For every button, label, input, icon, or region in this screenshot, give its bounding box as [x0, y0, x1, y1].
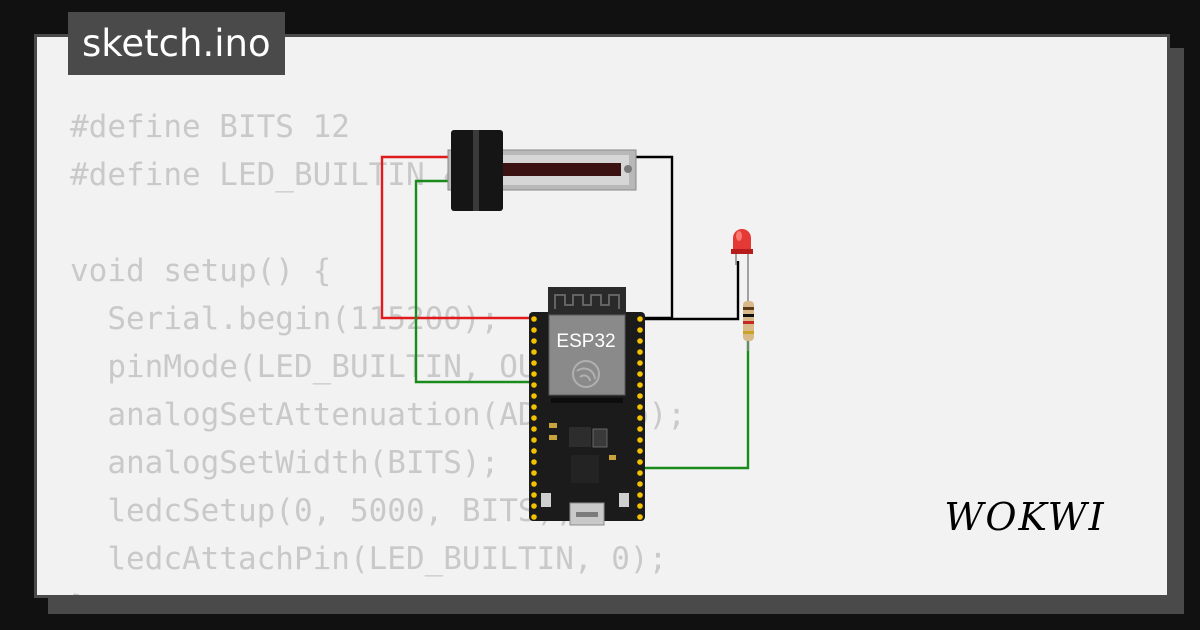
board-pins — [531, 316, 643, 520]
code-line-1: #define BITS 12 — [70, 109, 350, 145]
wire-black — [636, 155, 674, 320]
slide-potentiometer-icon — [447, 130, 637, 211]
led-icon — [731, 229, 753, 271]
code-line-4: void setup() { — [70, 253, 332, 289]
wires — [380, 155, 750, 470]
wire-red — [380, 155, 533, 320]
esp32-label: ESP32 — [556, 331, 615, 352]
espressif-logo-icon — [572, 360, 600, 388]
file-title: sketch.ino — [68, 12, 285, 75]
esp32-board: ESP32 — [529, 287, 645, 526]
circuit-diagram: ESP32 — [380, 130, 754, 526]
wire-black-led — [643, 261, 740, 321]
wire-green-led — [643, 339, 750, 470]
resistor-icon — [743, 271, 754, 351]
code-line-8: analogSetWidth(BITS); — [70, 445, 500, 481]
code-line-9: ledcSetup(0, 5000, BITS); — [70, 493, 574, 529]
logo-text: WOKWI — [944, 495, 1105, 539]
code-line-11: } — [70, 583, 686, 595]
code-line-10: ledcAttachPin(LED_BUILTIN, 0); — [70, 541, 668, 577]
wokwi-logo: WOKWI — [944, 495, 1105, 539]
wire-green-pot — [414, 179, 533, 384]
